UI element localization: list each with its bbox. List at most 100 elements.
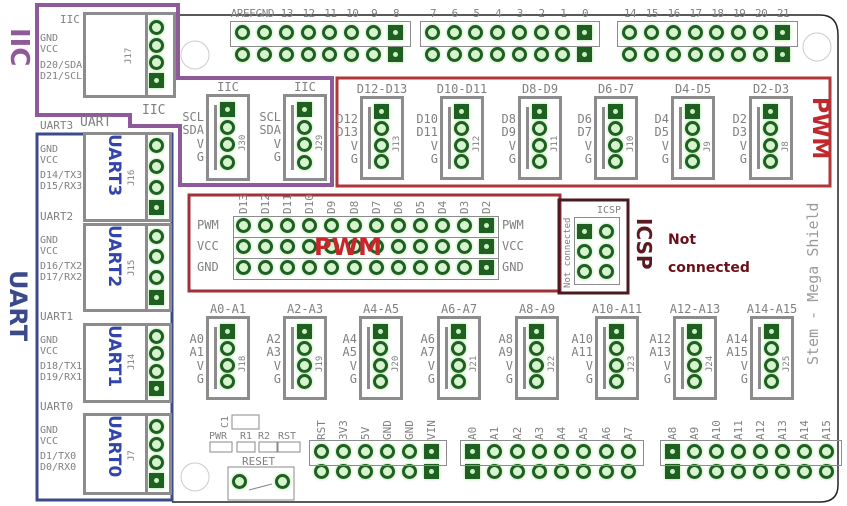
pin[interactable] xyxy=(358,464,373,479)
pin[interactable] xyxy=(451,340,466,356)
pin[interactable] xyxy=(608,137,623,153)
pin[interactable] xyxy=(297,374,312,390)
square-pin[interactable] xyxy=(149,290,164,306)
square-pin[interactable] xyxy=(149,200,164,216)
pin[interactable] xyxy=(764,340,779,356)
square-pin[interactable] xyxy=(665,444,680,459)
pin[interactable] xyxy=(256,47,272,62)
reset-button-pin[interactable] xyxy=(275,474,290,489)
pin[interactable] xyxy=(302,218,318,233)
pin[interactable] xyxy=(322,47,338,62)
pin[interactable] xyxy=(608,120,623,136)
square-pin[interactable] xyxy=(465,464,480,479)
pin[interactable] xyxy=(220,374,235,390)
square-pin[interactable] xyxy=(775,47,790,62)
pin[interactable] xyxy=(577,264,592,279)
reset-button-pin[interactable] xyxy=(232,474,247,489)
pin[interactable] xyxy=(665,25,681,40)
pin[interactable] xyxy=(599,244,614,259)
pin[interactable] xyxy=(490,25,506,40)
pin[interactable] xyxy=(576,444,592,459)
pin[interactable] xyxy=(374,137,389,153)
pin[interactable] xyxy=(149,138,164,153)
pin[interactable] xyxy=(487,444,503,459)
pin[interactable] xyxy=(599,264,614,279)
pin[interactable] xyxy=(425,25,440,40)
square-pin[interactable] xyxy=(465,444,480,459)
square-pin[interactable] xyxy=(454,104,469,119)
square-pin[interactable] xyxy=(479,218,495,233)
pin[interactable] xyxy=(374,154,389,170)
pin[interactable] xyxy=(454,154,469,170)
pin[interactable] xyxy=(763,120,778,136)
pin[interactable] xyxy=(454,137,469,153)
pin[interactable] xyxy=(322,25,338,40)
square-pin[interactable] xyxy=(374,104,389,119)
pin[interactable] xyxy=(457,218,472,233)
pin[interactable] xyxy=(577,244,592,259)
pin[interactable] xyxy=(149,37,164,53)
square-pin[interactable] xyxy=(451,324,466,339)
pin[interactable] xyxy=(390,260,406,275)
square-pin[interactable] xyxy=(577,25,592,40)
pin[interactable] xyxy=(446,47,462,62)
pin[interactable] xyxy=(149,179,164,195)
pin[interactable] xyxy=(374,120,389,136)
pin[interactable] xyxy=(297,357,312,373)
square-pin[interactable] xyxy=(479,239,495,254)
pin[interactable] xyxy=(687,25,703,40)
pin[interactable] xyxy=(258,260,274,275)
pin[interactable] xyxy=(709,47,725,62)
pin[interactable] xyxy=(509,444,525,459)
pin[interactable] xyxy=(278,25,294,40)
square-pin[interactable] xyxy=(763,104,778,119)
pin[interactable] xyxy=(451,374,466,390)
square-pin[interactable] xyxy=(424,464,439,479)
square-pin[interactable] xyxy=(149,381,164,397)
pin[interactable] xyxy=(324,218,340,233)
pin[interactable] xyxy=(258,218,274,233)
pin[interactable] xyxy=(665,47,681,62)
pin[interactable] xyxy=(373,340,388,356)
pin[interactable] xyxy=(346,218,362,233)
pin[interactable] xyxy=(446,25,462,40)
pin[interactable] xyxy=(149,346,164,362)
square-pin[interactable] xyxy=(529,324,544,339)
pin[interactable] xyxy=(529,357,544,373)
pin[interactable] xyxy=(531,464,547,479)
pin[interactable] xyxy=(366,25,382,40)
pin[interactable] xyxy=(797,464,812,479)
pin[interactable] xyxy=(454,120,469,136)
pin[interactable] xyxy=(531,444,547,459)
pin[interactable] xyxy=(336,444,351,459)
pin[interactable] xyxy=(709,25,725,40)
square-pin[interactable] xyxy=(424,444,439,459)
pin[interactable] xyxy=(533,25,549,40)
pin[interactable] xyxy=(434,218,450,233)
pin[interactable] xyxy=(709,444,724,459)
pin[interactable] xyxy=(753,444,768,459)
pin[interactable] xyxy=(380,444,395,459)
pin[interactable] xyxy=(622,47,637,62)
pin[interactable] xyxy=(358,444,373,459)
pin[interactable] xyxy=(402,464,417,479)
square-pin[interactable] xyxy=(149,473,164,488)
pin[interactable] xyxy=(368,260,384,275)
pin[interactable] xyxy=(609,374,624,390)
pin[interactable] xyxy=(775,464,790,479)
pin[interactable] xyxy=(731,444,746,459)
pin[interactable] xyxy=(532,120,547,136)
pin[interactable] xyxy=(278,47,294,62)
pin[interactable] xyxy=(412,260,428,275)
square-pin[interactable] xyxy=(577,47,592,62)
pin[interactable] xyxy=(344,47,360,62)
pin[interactable] xyxy=(621,464,636,479)
pin[interactable] xyxy=(390,239,406,254)
square-pin[interactable] xyxy=(665,464,680,479)
square-pin[interactable] xyxy=(532,104,547,119)
pin[interactable] xyxy=(314,464,329,479)
pin[interactable] xyxy=(280,239,296,254)
square-pin[interactable] xyxy=(297,324,312,339)
pin[interactable] xyxy=(622,25,637,40)
pin[interactable] xyxy=(149,437,164,452)
